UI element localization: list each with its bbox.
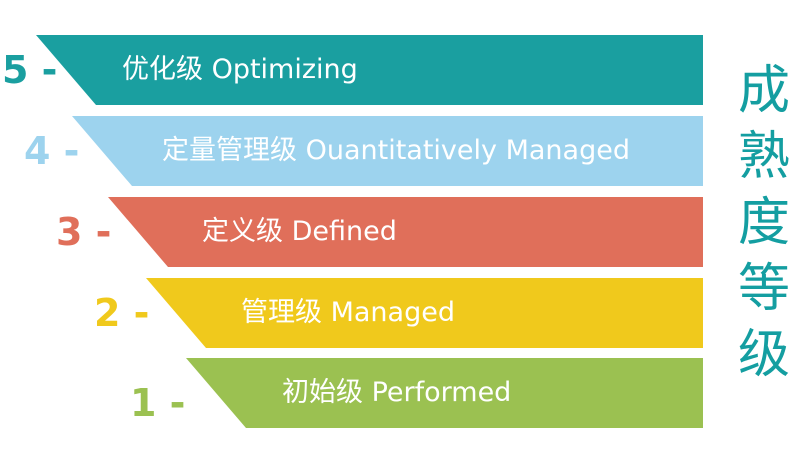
level-3: 3 - 定义级 Defined [0,197,800,267]
level-5-number: 5 - [2,48,58,92]
title-char: 度 [737,193,790,253]
level-1-number: 1 - [130,381,186,425]
level-2: 2 - 管理级 Managed [0,278,800,348]
level-2-band [146,278,703,348]
level-3-number: 3 - [56,210,112,254]
level-2-label: 管理级 Managed [241,297,455,328]
level-5-band [36,35,703,105]
title-char: 等 [737,259,790,319]
level-3-band [108,197,703,267]
level-3-label: 定义级 Defined [202,216,397,247]
level-4-band [72,116,703,186]
title-char: 成 [737,61,790,121]
level-1-label: 初始级 Performed [282,377,512,408]
title-char: 级 [737,325,790,385]
level-4: 4 - 定量管理级 Ouantitatively Managed [0,116,800,186]
title-char: 熟 [737,127,790,187]
level-4-number: 4 - [24,129,80,173]
level-4-label: 定量管理级 Ouantitatively Managed [162,135,630,166]
level-1: 1 - 初始级 Performed [0,358,800,428]
level-2-number: 2 - [94,291,150,335]
level-5: 5 - 优化级 Optimizing [0,35,800,105]
level-5-label: 优化级 Optimizing [122,54,358,85]
level-1-band [186,358,703,428]
maturity-level-title: 成 熟 度 等 级 [732,58,796,388]
